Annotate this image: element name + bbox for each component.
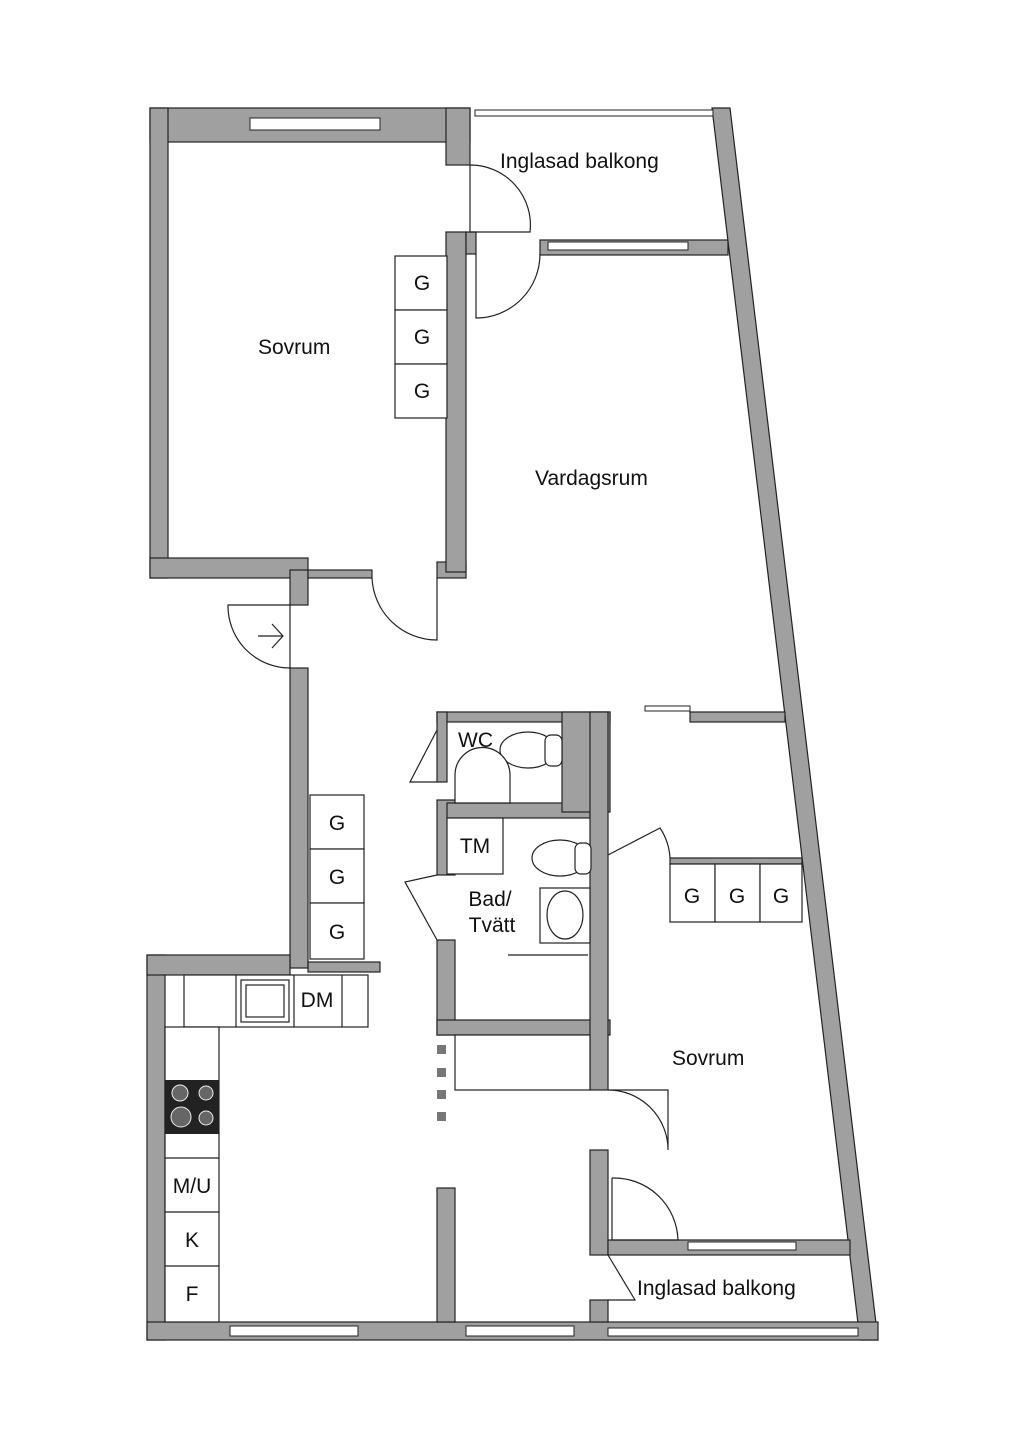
wardrobe-label: G [329,812,345,835]
wardrobe-label: G [414,326,430,349]
room-label-laundry: Tvätt [469,914,516,937]
wardrobe-label: G [414,380,430,403]
room-label-living-room: Vardagsrum [535,467,648,490]
fixtures [164,255,803,1323]
microwave-oven-label: M/U [173,1175,212,1198]
wardrobe-label: G [773,885,789,908]
room-label-bedroom-2: Sovrum [672,1047,744,1070]
washing-machine-label: TM [460,835,490,858]
room-label-balcony-2: Inglasad balkong [637,1277,796,1300]
freezer-label: F [186,1283,199,1306]
dishwasher-label: DM [301,989,334,1012]
fridge-label: K [185,1229,199,1252]
wardrobe-label: G [414,272,430,295]
windows [229,109,859,1337]
wardrobe-label: G [729,885,745,908]
room-label-wc: WC [458,729,493,752]
room-label-bath: Bad/ [468,888,511,911]
wardrobe-label: G [329,866,345,889]
wardrobe-label: G [329,921,345,944]
room-label-balcony-1: Inglasad balkong [500,150,659,173]
wardrobe-label: G [684,885,700,908]
room-label-bedroom-1: Sovrum [258,336,330,359]
doors [227,164,679,1301]
walls [146,107,879,1341]
